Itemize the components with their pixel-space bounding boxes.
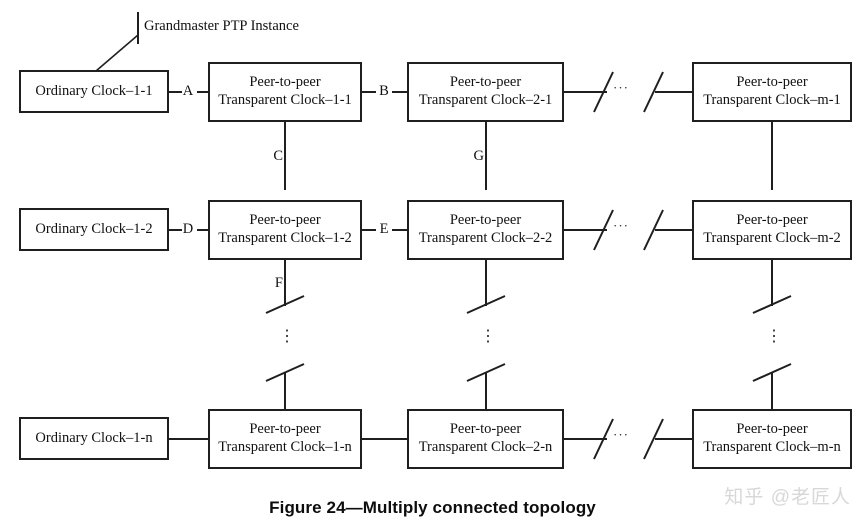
horizontal-break-ellipsis-row-2: ··· xyxy=(613,218,629,233)
vertical-break-ellipsis-col-2: ⋮ xyxy=(480,328,496,345)
transparent-clock-box-row-2-col-1[interactable] xyxy=(208,200,362,260)
vertical-break-ellipsis-col-m: ⋮ xyxy=(766,328,782,345)
transparent-clock-box-row-n-col-1[interactable] xyxy=(208,409,362,469)
port-label-f: F xyxy=(274,275,283,291)
port-label-b: B xyxy=(379,83,389,99)
figure-caption: Figure 24—Multiply connected topology xyxy=(269,498,596,517)
ordinary-clock-box-row-2[interactable] xyxy=(19,208,169,251)
vbreak-slash-col-2-top xyxy=(466,295,506,314)
break-slash-row-2-a xyxy=(593,209,614,251)
port-label-c: C xyxy=(273,148,283,164)
watermark-label: 知乎 @老匠人 xyxy=(724,487,851,508)
horizontal-break-ellipsis-row-1: ··· xyxy=(613,80,629,95)
transparent-clock-box-row-2-col-m[interactable] xyxy=(692,200,852,260)
break-slash-row-2-b xyxy=(643,209,664,251)
grandmaster-annotation-label: Grandmaster PTP Instance xyxy=(144,18,299,34)
grandmaster-leader-line xyxy=(95,34,139,72)
transparent-clock-box-row-1-col-2[interactable] xyxy=(407,62,564,122)
transparent-clock-box-row-n-col-2[interactable] xyxy=(407,409,564,469)
break-slash-row-1-b xyxy=(643,71,664,113)
vbreak-slash-col-m-top xyxy=(752,295,792,314)
break-slash-row-n-a xyxy=(593,418,614,460)
ordinary-clock-box-row-1[interactable] xyxy=(19,70,169,113)
break-slash-row-n-b xyxy=(643,418,664,460)
vertical-break-ellipsis-col-1: ⋮ xyxy=(279,328,295,345)
ordinary-clock-box-row-n[interactable] xyxy=(19,417,169,460)
horizontal-break-ellipsis-row-n: ··· xyxy=(613,427,629,442)
port-label-g: G xyxy=(473,148,484,164)
port-label-a: A xyxy=(182,83,194,99)
transparent-clock-box-row-2-col-2[interactable] xyxy=(407,200,564,260)
transparent-clock-box-row-n-col-m[interactable] xyxy=(692,409,852,469)
break-slash-row-1-a xyxy=(593,71,614,113)
transparent-clock-box-row-1-col-m[interactable] xyxy=(692,62,852,122)
transparent-clock-box-row-1-col-1[interactable] xyxy=(208,62,362,122)
port-label-e: E xyxy=(379,221,389,237)
port-label-d: D xyxy=(182,221,194,237)
vbreak-slash-col-1-top xyxy=(265,295,305,314)
